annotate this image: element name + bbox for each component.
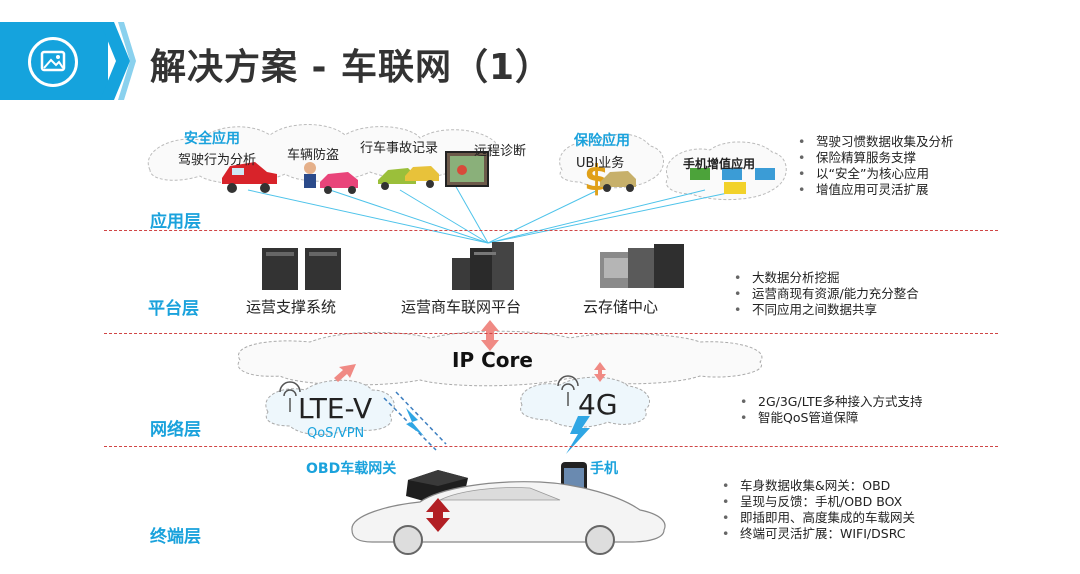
mobile-app-icons: [690, 168, 775, 194]
red-car-illustration: [222, 162, 277, 193]
ltev-ipcore-arrow: [334, 364, 356, 382]
layer-label-terminal: 终端层: [150, 527, 201, 547]
layer-label-app: 应用层: [150, 212, 201, 232]
divider-app-platform: [104, 230, 998, 231]
terminal-bullet: 即插即用、高度集成的车载网关: [722, 510, 915, 526]
platform-layer-bullets: 大数据分析挖掘 运营商现有资源/能力充分整合 不同应用之间数据共享: [734, 270, 919, 318]
app-link-lines: [247, 184, 743, 244]
divider-platform-network: [104, 333, 998, 334]
ltev-cloud: [265, 379, 395, 436]
divider-network-terminal: [104, 446, 998, 447]
app-bullet: 保险精算服务支撑: [798, 150, 954, 166]
image-icon: [28, 37, 78, 87]
ltev-label: LTE-V: [298, 392, 373, 425]
network-bullet: 智能QoS管道保障: [740, 410, 922, 426]
platform-ipcore-arrow: [481, 320, 499, 351]
driving-analysis-label: 驾驶行为分析: [178, 153, 257, 168]
ip-core-label: IP Core: [452, 348, 533, 372]
accident-record-label: 行车事故记录: [360, 141, 439, 156]
remote-diagnosis-label: 远程诊断: [474, 144, 527, 159]
ip-core-cloud: [237, 330, 763, 387]
qos-vpn-label: QoS/VPN: [307, 426, 365, 441]
platform-bullet: 大数据分析挖掘: [734, 270, 919, 286]
anti-theft-label: 车辆防盗: [287, 148, 340, 163]
fourg-antenna-icon: [557, 375, 579, 406]
terminal-bullet: 车身数据收集&网关：OBD: [722, 478, 915, 494]
cloud-storage-servers: [600, 244, 684, 288]
obd-label: OBD车载网关: [306, 461, 397, 477]
app-bullet: 驾驶习惯数据收集及分析: [798, 134, 954, 150]
platform-bullet: 不同应用之间数据共享: [734, 302, 919, 318]
ltev-antenna-icon: [279, 381, 301, 412]
platform-bullet: 运营商现有资源/能力充分整合: [734, 286, 919, 302]
fourg-lightning-icon: [566, 416, 590, 454]
remote-diagnosis-illustration: [445, 151, 489, 187]
obd-car-arrow: [426, 498, 450, 532]
page-title: 解决方案 - 车联网（1）: [150, 47, 553, 88]
group-safety-label: 安全应用: [184, 131, 240, 147]
terminal-bullet: 终端可灵活扩展：WIFI/DSRC: [722, 526, 915, 542]
mobile-value-added-label: 手机增值应用: [683, 157, 756, 171]
ubi-label: UBI业务: [576, 156, 625, 171]
accident-illustration: [378, 166, 439, 190]
operator-platform-servers: [452, 242, 514, 290]
app-bullet: 以“安全”为核心应用: [798, 166, 954, 182]
group-insurance-label: 保险应用: [574, 133, 630, 149]
car-illustration: [351, 481, 666, 555]
app-bullet: 增值应用可灵活扩展: [798, 182, 954, 198]
terminal-bullet: 呈现与反馈：手机/OBD BOX: [722, 494, 915, 510]
phone-label: 手机: [590, 461, 618, 477]
network-layer-bullets: 2G/3G/LTE多种接入方式支持 智能QoS管道保障: [740, 394, 922, 426]
operator-platform-label: 运营商车联网平台: [401, 298, 522, 316]
cloud-storage-label: 云存储中心: [583, 298, 659, 316]
ubi-illustration: $: [584, 158, 636, 199]
insurance-cloud: [559, 133, 664, 189]
layer-label-network: 网络层: [150, 420, 201, 440]
fourg-cloud: [520, 376, 650, 428]
layer-label-platform: 平台层: [148, 299, 199, 319]
terminal-layer-bullets: 车身数据收集&网关：OBD 呈现与反馈：手机/OBD BOX 即插即用、高度集成…: [722, 478, 915, 542]
header-chevron: [100, 22, 136, 100]
network-bullet: 2G/3G/LTE多种接入方式支持: [740, 394, 922, 410]
ops-support-servers: [262, 248, 341, 290]
app-layer-bullets: 驾驶习惯数据收集及分析 保险精算服务支撑 以“安全”为核心应用 增值应用可灵活扩…: [798, 134, 954, 198]
anti-theft-illustration: [304, 162, 358, 194]
ltev-lightning-icon: [406, 408, 424, 436]
fourg-label: 4G: [578, 388, 618, 421]
fourg-ipcore-arrow: [594, 362, 606, 382]
ops-support-label: 运营支撑系统: [246, 298, 337, 316]
